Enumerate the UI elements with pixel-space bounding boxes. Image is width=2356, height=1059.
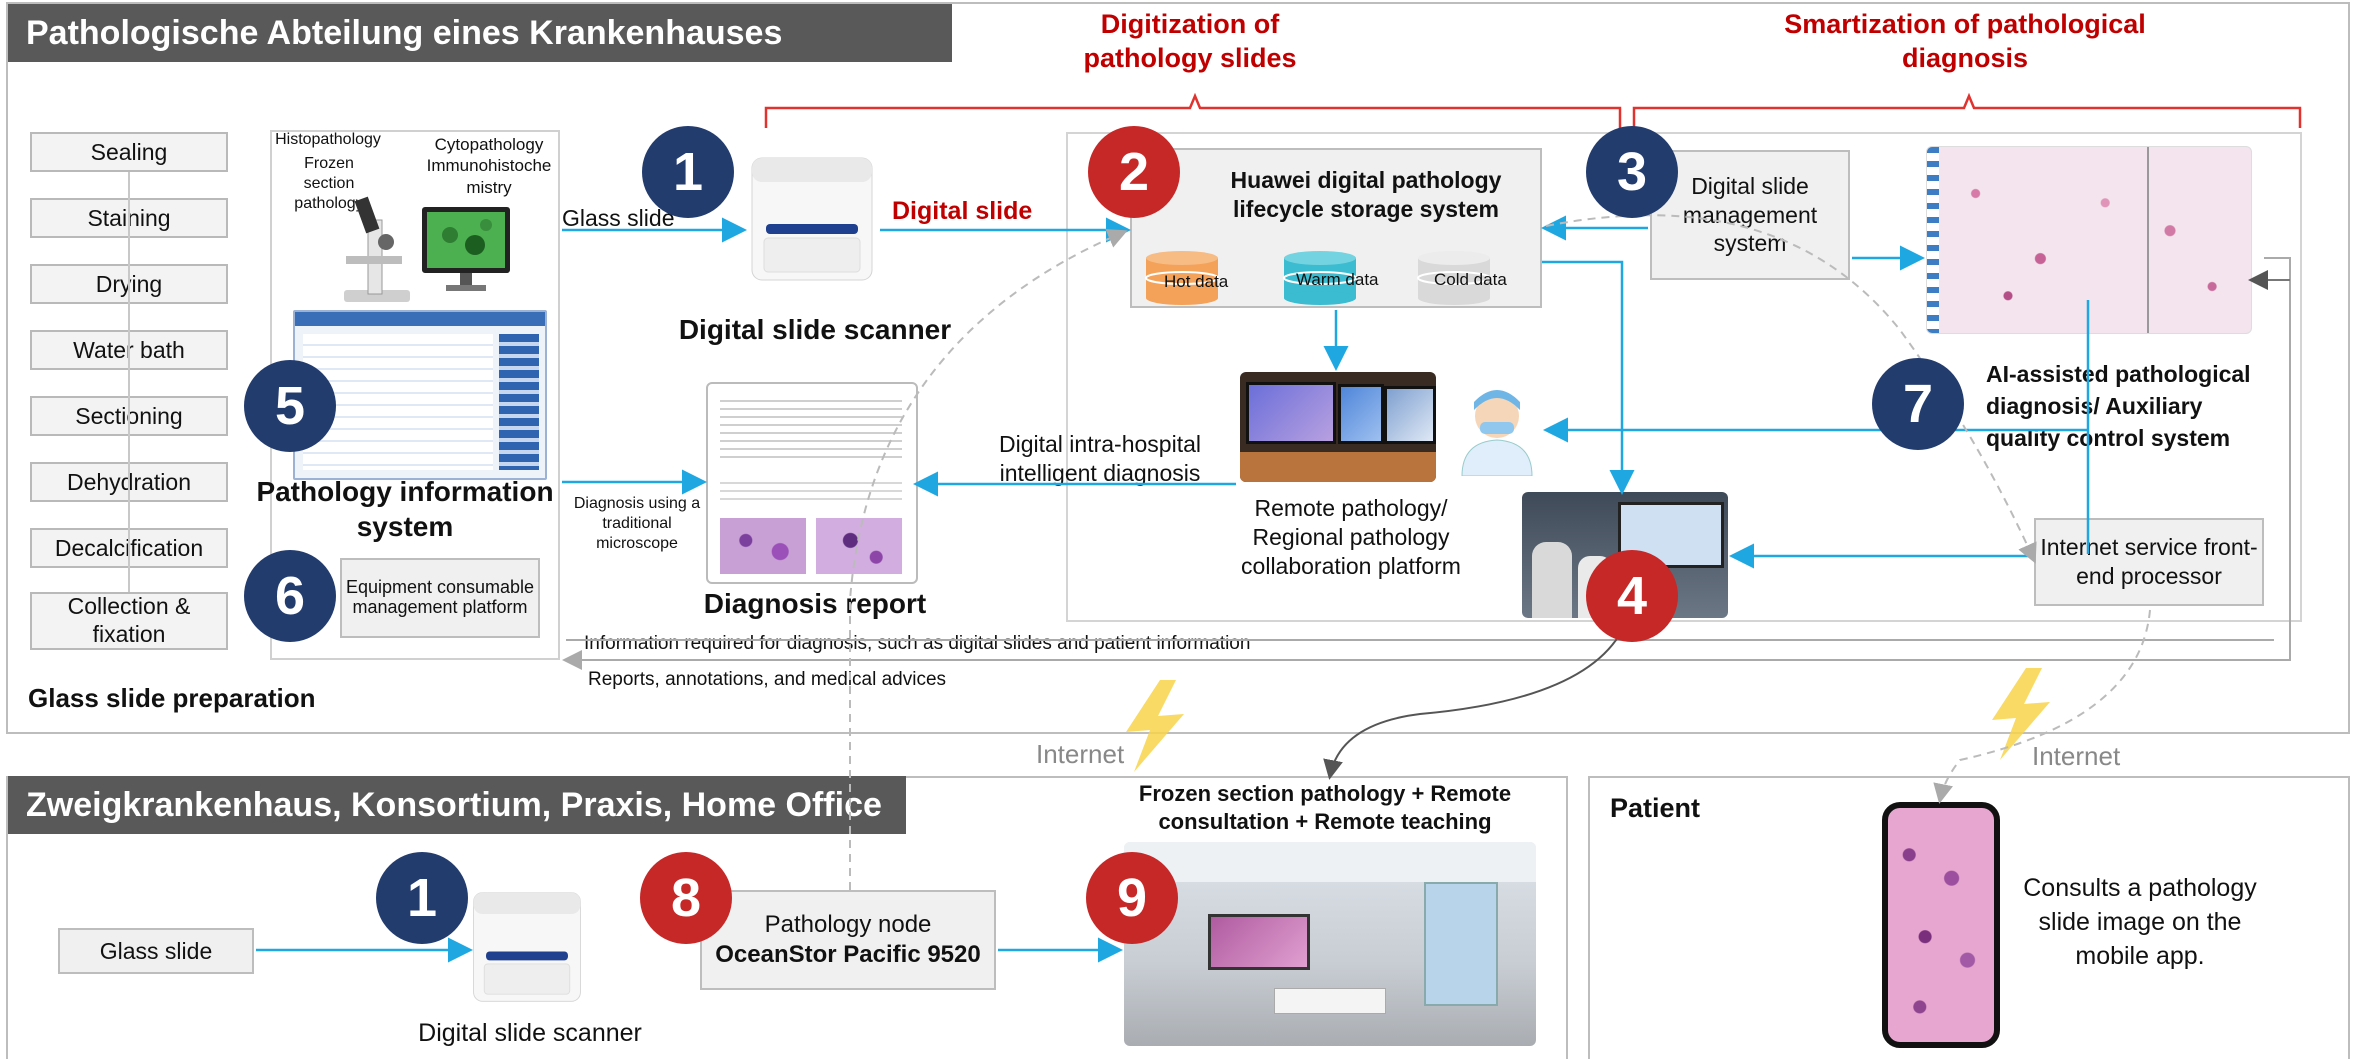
frozen-section-title: Frozen section pathology + Remote consul… bbox=[1138, 781, 1512, 834]
internet-label-right: Internet bbox=[2032, 741, 2121, 771]
monitor-icon bbox=[422, 207, 510, 291]
glass-prep-title: Glass slide preparation bbox=[28, 683, 316, 713]
doctor-icon bbox=[1461, 390, 1533, 476]
histopathology-label: Histopathology bbox=[275, 131, 381, 148]
prep-step-collection: Collection & fixation bbox=[30, 592, 228, 650]
warm-data-label: Warm data bbox=[1296, 270, 1379, 289]
ai-slide-image bbox=[1926, 146, 2252, 334]
branch-panel-title: Zweigkrankenhaus, Konsortium, Praxis, Ho… bbox=[8, 776, 906, 834]
branch-scanner-label: Digital slide scanner bbox=[418, 1019, 642, 1047]
microscope-diagnosis-label: Diagnosis using a traditional microscope bbox=[573, 495, 701, 552]
microscope-icon bbox=[344, 196, 410, 302]
pathology-node-name: OceanStor Pacific 9520 bbox=[715, 941, 981, 968]
reports-line-label: Reports, annotations, and medical advice… bbox=[588, 669, 947, 690]
digital-slide-arrow-label: Digital slide bbox=[892, 197, 1033, 225]
prep-step-sealing: Sealing bbox=[30, 132, 228, 172]
step-number-3: 3 bbox=[1586, 126, 1678, 218]
frozen-label: Frozen section pathology bbox=[294, 155, 364, 212]
center-region bbox=[1066, 132, 2302, 622]
phone-image bbox=[1882, 802, 2000, 1048]
pathology-node-box: Pathology node OceanStor Pacific 9520 bbox=[700, 890, 996, 990]
branch-scanner-icon bbox=[473, 892, 581, 1002]
step-number-9: 9 bbox=[1086, 852, 1178, 944]
lightning-icon-left bbox=[1126, 680, 1184, 772]
info-required-label: Information required for diagnosis, such… bbox=[584, 633, 1251, 654]
pis-label: Pathology information system bbox=[256, 476, 554, 542]
slide-management-box: Digital slide management system bbox=[1650, 150, 1850, 280]
remote-pathology-image bbox=[1240, 372, 1436, 482]
scanner-label: Digital slide scanner bbox=[678, 314, 952, 345]
intra-hospital-label: Digital intra-hospital intelligent diagn… bbox=[999, 431, 1201, 486]
cyto-label: Cytopathology Immunohistoche mistry bbox=[426, 135, 552, 197]
digitization-title: Digitization of pathology slides bbox=[1083, 9, 1297, 73]
branch-glass-slide: Glass slide bbox=[58, 928, 254, 974]
lightning-icon-right bbox=[1992, 668, 2050, 760]
scanner-icon bbox=[751, 157, 873, 281]
step-number-4: 4 bbox=[1586, 550, 1678, 642]
hospital-panel-title: Pathologische Abteilung eines Krankenhau… bbox=[8, 4, 952, 62]
glass-slide-arrow-label: Glass slide bbox=[562, 205, 675, 231]
branch-step-number-1: 1 bbox=[376, 852, 468, 944]
hot-data-label: Hot data bbox=[1164, 272, 1229, 291]
cold-data-label: Cold data bbox=[1434, 270, 1507, 289]
diagnosis-report-label: Diagnosis report bbox=[703, 588, 927, 619]
pathology-node-title: Pathology node bbox=[764, 911, 932, 938]
smartization-title: Smartization of pathological diagnosis bbox=[1784, 9, 2146, 73]
step-number-8: 8 bbox=[640, 852, 732, 944]
diagnosis-report-image bbox=[706, 382, 918, 584]
step-number-2: 2 bbox=[1088, 126, 1180, 218]
storage-system-title: Huawei digital pathology lifecycle stora… bbox=[1230, 167, 1502, 222]
warm-data-icon bbox=[1283, 251, 1357, 305]
step-number-7: 7 bbox=[1872, 358, 1964, 450]
step-number-6: 6 bbox=[244, 550, 336, 642]
teaching-room-photo bbox=[1124, 842, 1536, 1046]
step-number-1: 1 bbox=[642, 126, 734, 218]
hot-data-icon bbox=[1145, 251, 1219, 305]
remote-platform-label: Remote pathology/ Regional pathology col… bbox=[1241, 495, 1461, 579]
ai-system-label: AI-assisted pathological diagnosis/ Auxi… bbox=[1986, 361, 2251, 452]
internet-label-left: Internet bbox=[1036, 739, 1125, 769]
step-number-5: 5 bbox=[244, 360, 336, 452]
equipment-platform: Equipment consumable management platform bbox=[340, 558, 540, 638]
cold-data-icon bbox=[1417, 251, 1491, 305]
internet-processor-box: Internet service front-end processor bbox=[2034, 518, 2264, 606]
patient-title: Patient bbox=[1610, 793, 1701, 823]
patient-text: Consults a pathology slide image on the … bbox=[2023, 874, 2257, 970]
